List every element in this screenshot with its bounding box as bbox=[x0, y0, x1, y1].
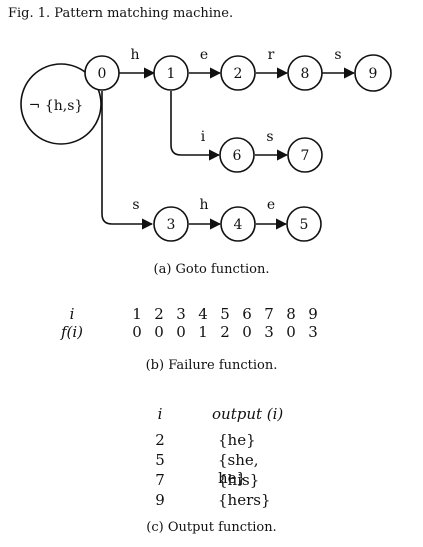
output-row-i: 9 bbox=[155, 491, 165, 509]
edge-label-s: s bbox=[334, 47, 341, 63]
svg-text:6: 6 bbox=[233, 148, 242, 164]
edge-label-h2: h bbox=[199, 197, 208, 213]
output-row-value: {she, he} bbox=[218, 451, 259, 487]
failure-f-cell: 0 bbox=[242, 323, 252, 341]
state-1: 1 bbox=[153, 55, 189, 91]
edge-6-7: s bbox=[255, 129, 289, 161]
output-row-i: 5 bbox=[155, 451, 165, 469]
state-9: 9 bbox=[354, 54, 392, 92]
state-8: 8 bbox=[287, 55, 323, 91]
self-loop-circle bbox=[20, 63, 102, 145]
edge-1-2: e bbox=[189, 47, 222, 79]
edge-label-e2: e bbox=[267, 197, 275, 213]
caption-failure: (b) Failure function. bbox=[145, 358, 278, 373]
state-3: 3 bbox=[153, 206, 189, 242]
failure-i-cell: 3 bbox=[176, 305, 186, 323]
failure-i-cell: 5 bbox=[220, 305, 230, 323]
svg-text:2: 2 bbox=[234, 66, 243, 82]
failure-i-cell: 4 bbox=[198, 305, 208, 323]
svg-text:1: 1 bbox=[167, 66, 176, 82]
svg-text:4: 4 bbox=[234, 217, 243, 233]
caption-output: (c) Output function. bbox=[146, 520, 277, 535]
edge-0-3: s bbox=[101, 91, 154, 230]
output-row-value: {hers} bbox=[218, 491, 271, 509]
failure-i-cell: 6 bbox=[242, 305, 252, 323]
state-6: 6 bbox=[219, 137, 255, 173]
edge-label-s3: s bbox=[132, 197, 139, 213]
svg-text:8: 8 bbox=[301, 66, 310, 82]
edge-4-5: e bbox=[256, 197, 288, 230]
svg-text:7: 7 bbox=[301, 148, 310, 164]
figure-title: Fig. 1. Pattern matching machine. bbox=[8, 6, 234, 21]
output-header-output: output (i) bbox=[212, 405, 284, 423]
edge-label-r: r bbox=[268, 47, 275, 63]
state-5: 5 bbox=[286, 206, 322, 242]
failure-f-cell: 3 bbox=[264, 323, 274, 341]
svg-text:3: 3 bbox=[167, 217, 176, 233]
edge-label-e: e bbox=[200, 47, 208, 63]
svg-text:5: 5 bbox=[300, 217, 309, 233]
edge-label-i: i bbox=[201, 129, 206, 145]
edge-label-h: h bbox=[130, 47, 139, 63]
failure-f-cell: 0 bbox=[154, 323, 164, 341]
state-2: 2 bbox=[220, 55, 256, 91]
caption-goto: (a) Goto function. bbox=[153, 262, 270, 277]
failure-f-cell: 0 bbox=[286, 323, 296, 341]
state-0: 0 bbox=[84, 55, 120, 91]
failure-f-cell: 0 bbox=[176, 323, 186, 341]
failure-i-cell: 1 bbox=[132, 305, 142, 323]
failure-i-cell: 9 bbox=[308, 305, 318, 323]
failure-f-cell: 0 bbox=[132, 323, 142, 341]
self-loop-label: ¬ {h,s} bbox=[29, 98, 84, 114]
edge-0-1: h bbox=[119, 47, 156, 79]
edge-1-6: i bbox=[170, 91, 221, 161]
edge-label-s2: s bbox=[266, 129, 273, 145]
failure-i-cell: 7 bbox=[264, 305, 274, 323]
edge-2-8: r bbox=[256, 47, 289, 79]
failure-i-cell: 2 bbox=[154, 305, 164, 323]
output-row-value: {he} bbox=[218, 431, 256, 449]
edge-8-9: s bbox=[322, 47, 356, 79]
output-row-value: {his} bbox=[218, 471, 260, 489]
failure-i-cell: 8 bbox=[286, 305, 296, 323]
failure-f-cell: 3 bbox=[308, 323, 318, 341]
failure-label-f: f(i) bbox=[60, 323, 84, 341]
output-header-i: i bbox=[157, 405, 163, 423]
failure-f-cell: 2 bbox=[220, 323, 230, 341]
state-4: 4 bbox=[220, 206, 256, 242]
svg-text:9: 9 bbox=[369, 66, 378, 82]
failure-f-cell: 1 bbox=[198, 323, 208, 341]
state-7: 7 bbox=[287, 137, 323, 173]
output-row-i: 7 bbox=[155, 471, 165, 489]
output-row-i: 2 bbox=[155, 431, 165, 449]
edge-3-4: h bbox=[189, 197, 222, 230]
goto-diagram: ¬ {h,s} h e r s i s s h e 0 1 bbox=[20, 47, 392, 242]
failure-label-i: i bbox=[69, 305, 75, 323]
svg-text:0: 0 bbox=[98, 66, 107, 82]
